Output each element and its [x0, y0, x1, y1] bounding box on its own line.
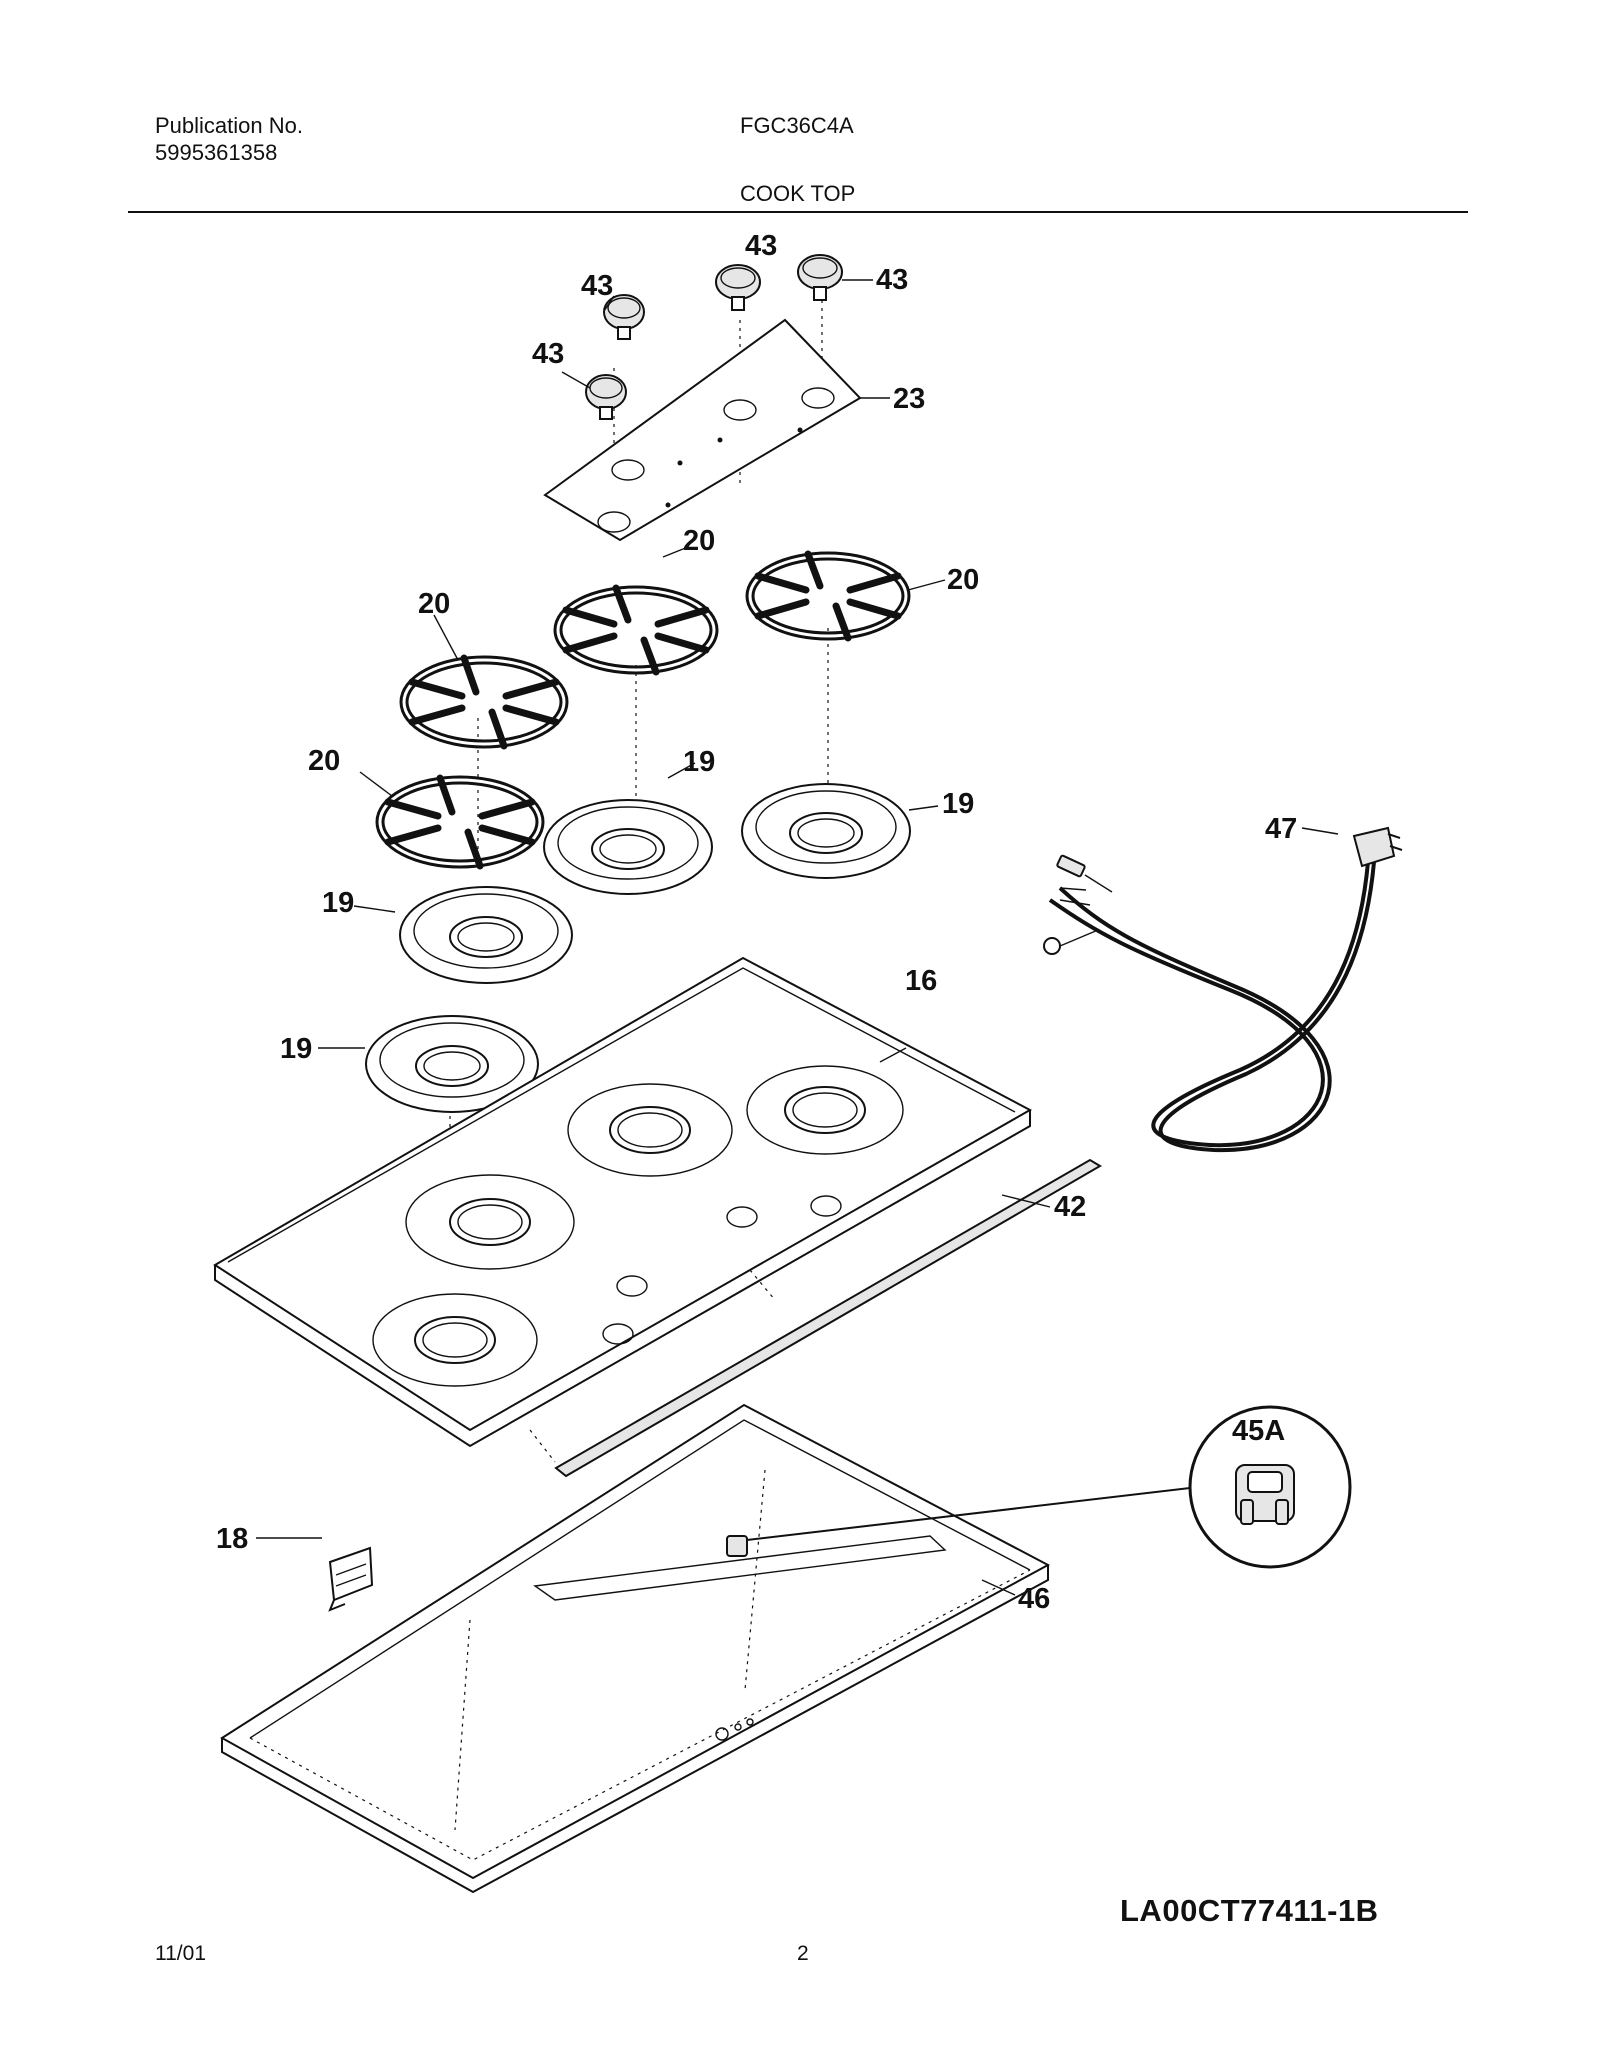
grate — [375, 774, 545, 870]
grate — [399, 654, 569, 750]
drawing-number: LA00CT77411-1B — [1120, 1893, 1379, 1928]
control-panel — [543, 318, 862, 542]
section-title: COOK TOP — [740, 181, 856, 206]
callout-20: 20 — [683, 525, 715, 557]
publication-label: Publication No. — [155, 113, 303, 138]
burner-bowl — [741, 783, 911, 879]
burner-box — [220, 1403, 1051, 1894]
callout-45a: 45A — [1232, 1415, 1285, 1447]
page-number: 2 — [797, 1942, 809, 1965]
knob — [603, 294, 645, 340]
callout-20: 20 — [418, 588, 450, 620]
header-rule — [128, 211, 1468, 213]
callout-19: 19 — [322, 887, 354, 919]
callout-19: 19 — [942, 788, 974, 820]
connector-detail — [1188, 1405, 1352, 1569]
grate — [553, 584, 719, 676]
burner-bowl — [399, 886, 573, 984]
seal-strip — [554, 1158, 1102, 1478]
burner-grates — [375, 550, 911, 870]
callout-18: 18 — [216, 1523, 248, 1555]
callout-leaders — [256, 279, 1339, 1596]
revision-date: 11/01 — [155, 1942, 206, 1965]
callout-43: 43 — [581, 270, 613, 302]
power-cord — [1043, 826, 1403, 1153]
model-number: FGC36C4A — [740, 113, 854, 138]
burner-bowls — [365, 783, 911, 1113]
callout-20: 20 — [947, 564, 979, 596]
callout-46: 46 — [1018, 1583, 1050, 1615]
callout-43: 43 — [745, 230, 777, 262]
burner-bowl — [365, 1015, 539, 1113]
knob — [797, 254, 843, 301]
callout-47: 47 — [1265, 813, 1297, 845]
callout-43: 43 — [876, 264, 908, 296]
bracket — [328, 1546, 374, 1612]
publication-number: 5995361358 — [155, 140, 278, 165]
connector — [726, 1487, 1191, 1557]
control-knobs — [585, 254, 843, 420]
callout-16: 16 — [905, 965, 937, 997]
callout-43: 43 — [532, 338, 564, 370]
grate — [745, 550, 911, 642]
callout-23: 23 — [893, 383, 925, 415]
knob — [585, 374, 627, 420]
callout-20: 20 — [308, 745, 340, 777]
cooktop-top — [213, 956, 1033, 1448]
callout-42: 42 — [1054, 1191, 1086, 1223]
callout-19: 19 — [280, 1033, 312, 1065]
burner-bowl — [543, 799, 713, 895]
callout-19: 19 — [683, 746, 715, 778]
knob — [715, 264, 761, 311]
